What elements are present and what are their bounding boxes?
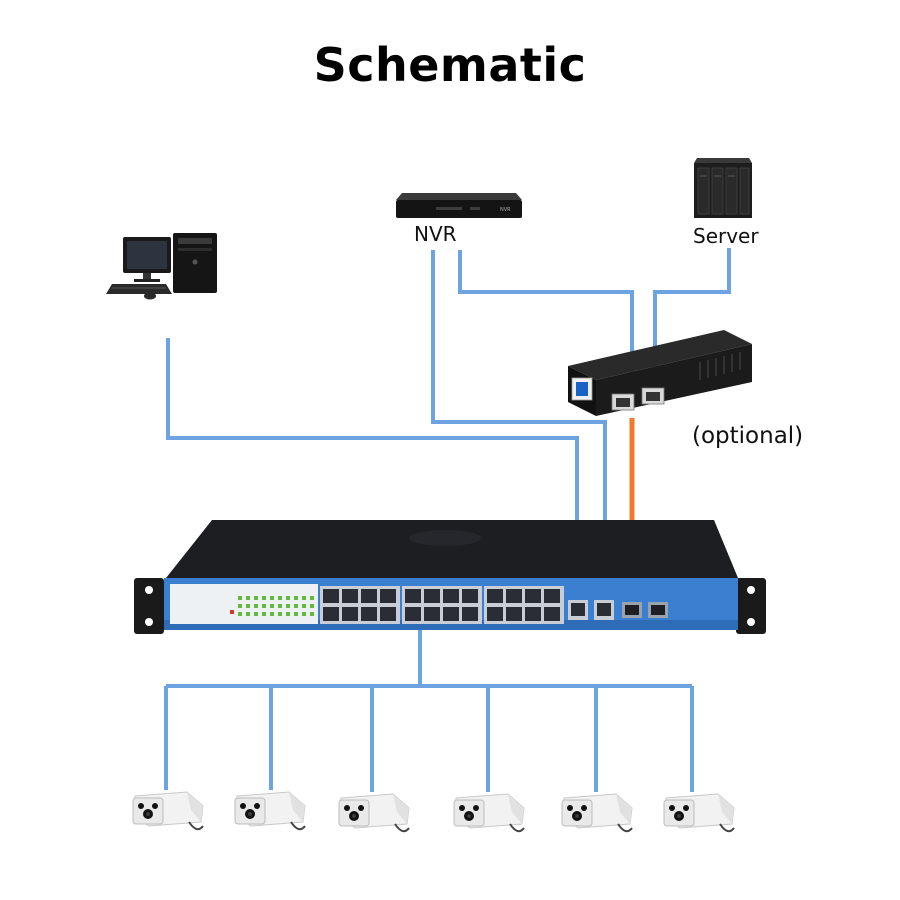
bullet-camera-icon <box>338 793 410 833</box>
optional-caption: (optional) <box>692 423 804 449</box>
server-caption: Server <box>693 224 759 248</box>
bullet-camera-icon <box>234 791 306 831</box>
server-rack-icon <box>694 158 752 218</box>
server-converter-line <box>653 248 731 390</box>
nvr-device-icon: NVR <box>396 193 522 218</box>
desktop-computer-icon <box>106 233 217 300</box>
bullet-camera-icon <box>561 793 633 833</box>
poe-port-block-2 <box>402 586 482 624</box>
nvr-link-line <box>431 250 607 596</box>
camera-drop-lines <box>164 686 694 792</box>
poe-switch-icon <box>134 520 766 634</box>
nvr-converter-line <box>458 250 634 390</box>
nvr-caption: NVR <box>414 222 457 246</box>
media-converter-icon <box>568 330 752 416</box>
page-title: Schematic <box>313 38 587 92</box>
nvr-brand-text: NVR <box>500 207 511 213</box>
poe-port-block-1 <box>320 586 400 624</box>
bullet-camera-icon <box>453 793 525 833</box>
bullet-camera-icon <box>132 791 204 831</box>
bullet-camera-icon <box>663 793 735 833</box>
poe-port-block-3 <box>484 586 564 624</box>
computer-link-line <box>166 338 579 596</box>
